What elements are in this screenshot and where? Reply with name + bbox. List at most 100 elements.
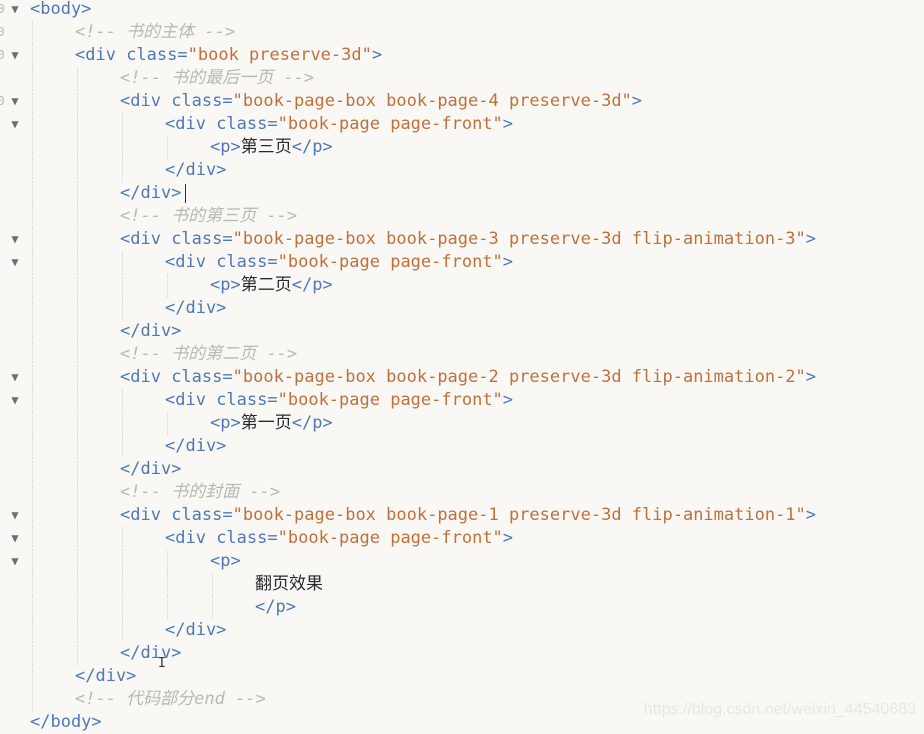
code-line[interactable]: <!-- 书的最后一页 -->	[0, 67, 924, 90]
code-line[interactable]: <p>第二页</p>	[0, 274, 924, 297]
code-line[interactable]: ▼<div class="book-page page-front">	[0, 527, 924, 550]
token-tag: >	[502, 252, 514, 272]
code-text: </div>	[75, 665, 136, 688]
code-line[interactable]: <!-- 书的封面 -->	[0, 481, 924, 504]
indent-guide	[77, 435, 78, 458]
code-line[interactable]: <!-- 书的第三页 -->	[0, 205, 924, 228]
token-attr: class	[216, 390, 268, 410]
indent-guide	[167, 550, 168, 573]
code-line[interactable]: </p>	[0, 596, 924, 619]
token-tag: </div>	[165, 298, 227, 318]
indent-guide	[32, 688, 33, 711]
token-attr: class	[171, 91, 223, 111]
token-tag: </body>	[30, 712, 102, 732]
indent-guide	[77, 504, 78, 527]
fold-arrow-icon[interactable]: ▼	[11, 554, 19, 568]
indent-guide	[122, 619, 123, 642]
fold-arrow-icon[interactable]: ▼	[11, 531, 19, 545]
code-line[interactable]: </div>	[0, 619, 924, 642]
token-txt: 第二页	[240, 275, 292, 295]
indent-guide	[32, 527, 33, 550]
code-text: <!-- 书的第二页 -->	[120, 343, 297, 366]
code-line[interactable]: ▼<div class="book-page-box book-page-3 p…	[0, 228, 924, 251]
code-line[interactable]: <!-- 代码部分end -->	[0, 688, 924, 711]
indent-guide	[77, 251, 78, 274]
watermark: https://blog.csdn.net/weixin_44540683	[643, 701, 916, 718]
code-line[interactable]: </div>	[0, 458, 924, 481]
code-line[interactable]: ▼<div class="book-page page-front">	[0, 113, 924, 136]
code-line[interactable]: 0 <!-- 书的主体 -->	[0, 21, 924, 44]
code-line[interactable]: </div>	[0, 297, 924, 320]
token-eq: =	[177, 45, 188, 65]
fold-arrow-icon[interactable]: ▼	[11, 232, 19, 246]
code-line[interactable]: </div>	[0, 642, 924, 665]
code-line[interactable]: <p>第三页</p>	[0, 136, 924, 159]
indent-guide	[167, 274, 168, 297]
code-text: <!-- 代码部分end -->	[75, 688, 266, 711]
indent-guide	[32, 113, 33, 136]
line-number: 0	[0, 25, 5, 39]
indent-guide	[122, 251, 123, 274]
code-text: <p>第三页</p>	[210, 136, 333, 159]
code-text: </div>	[120, 642, 181, 665]
indent-guide	[77, 412, 78, 435]
fold-arrow-icon[interactable]: ▼	[11, 370, 19, 384]
token-tag: </div>	[75, 666, 137, 686]
token-tag: </div>	[165, 160, 227, 180]
code-line[interactable]: 翻页效果	[0, 573, 924, 596]
code-text: </div>	[120, 320, 181, 343]
fold-arrow-icon[interactable]: ▼	[11, 508, 19, 522]
indent-guide	[32, 504, 33, 527]
indent-guide	[32, 136, 33, 159]
code-line[interactable]: ▼ <p>	[0, 550, 924, 573]
fold-arrow-icon[interactable]: ▼	[11, 94, 19, 108]
code-line[interactable]: </div>	[0, 182, 924, 205]
indent-guide	[122, 596, 123, 619]
code-line[interactable]: </div>	[0, 320, 924, 343]
token-tag: <p>	[210, 413, 241, 433]
token-eq: =	[222, 505, 233, 525]
indent-guide	[167, 136, 168, 159]
code-line[interactable]: </div>	[0, 159, 924, 182]
code-line[interactable]: ▼<div class="book-page-box book-page-2 p…	[0, 366, 924, 389]
code-line[interactable]: ▼<div class="book-page page-front">	[0, 251, 924, 274]
code-line[interactable]: </div>	[0, 435, 924, 458]
code-text: <p>	[210, 550, 241, 573]
code-line[interactable]: ▼<div class="book-page-box book-page-1 p…	[0, 504, 924, 527]
token-cmt: <!-- 书的主体 -->	[75, 22, 236, 42]
code-text: <p>第二页</p>	[210, 274, 333, 297]
indent-guide	[77, 366, 78, 389]
indent-guide	[167, 596, 168, 619]
fold-arrow-icon[interactable]: ▼	[11, 393, 19, 407]
token-tag: </p>	[291, 413, 333, 433]
token-tag: <div	[120, 367, 172, 387]
token-cmt: <!-- 书的第三页 -->	[120, 206, 298, 226]
fold-arrow-icon[interactable]: ▼	[11, 117, 19, 131]
fold-arrow-icon[interactable]: ▼	[11, 2, 19, 16]
indent-guide	[77, 182, 78, 205]
code-line[interactable]: 0▼<div class="book-page-box book-page-4 …	[0, 90, 924, 113]
token-tag: </div>	[165, 620, 227, 640]
indent-guide	[122, 297, 123, 320]
indent-guide	[77, 596, 78, 619]
token-val: "book-page-box book-page-3 preserve-3d f…	[232, 229, 806, 249]
indent-guide	[77, 274, 78, 297]
code-line[interactable]: <!-- 书的第二页 -->	[0, 343, 924, 366]
token-cmt: <!-- 代码部分end -->	[75, 689, 266, 709]
indent-guide	[32, 596, 33, 619]
token-tag: <p>	[210, 137, 241, 157]
line-number: 0	[0, 48, 5, 62]
code-line[interactable]: <p>第一页</p>	[0, 412, 924, 435]
code-line[interactable]: 0▼<div class="book preserve-3d">	[0, 44, 924, 67]
token-attr: class	[171, 505, 223, 525]
code-line[interactable]: </body>	[0, 711, 924, 734]
indent-guide	[32, 366, 33, 389]
fold-arrow-icon[interactable]: ▼	[11, 255, 19, 269]
code-line[interactable]: 0▼<body>	[0, 0, 924, 21]
code-line[interactable]: </div>	[0, 665, 924, 688]
code-line[interactable]: ▼<div class="book-page page-front">	[0, 389, 924, 412]
indent-guide	[77, 228, 78, 251]
fold-arrow-icon[interactable]: ▼	[11, 48, 19, 62]
code-text: </body>	[30, 711, 102, 734]
